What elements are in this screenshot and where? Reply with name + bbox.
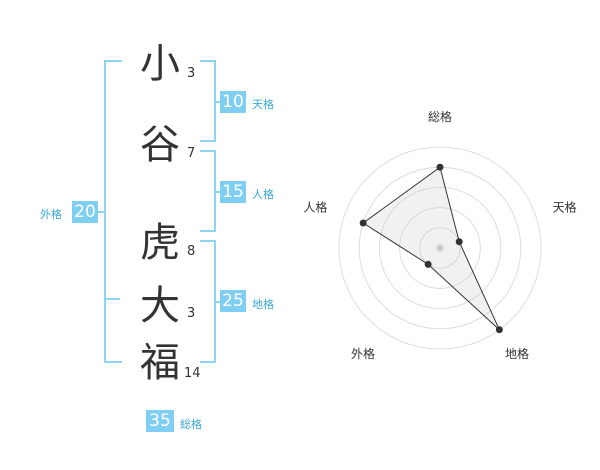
gaikaku-label: 外格 bbox=[40, 208, 62, 221]
radar-point bbox=[436, 163, 444, 171]
chikaku-connector bbox=[214, 301, 220, 303]
radar-polygon bbox=[362, 166, 500, 331]
jinkaku-label: 人格 bbox=[252, 188, 274, 201]
outer-bracket-divider bbox=[104, 298, 120, 300]
radar-axis-label: 天格 bbox=[553, 200, 577, 215]
radar-point bbox=[495, 326, 503, 334]
radar-ring bbox=[399, 207, 481, 289]
chikaku-value: 25 bbox=[220, 290, 246, 312]
gaikaku-connector bbox=[98, 211, 104, 213]
tenkaku-label: 天格 bbox=[252, 98, 274, 111]
jinkaku-value: 15 bbox=[220, 181, 246, 203]
tenkaku-value: 10 bbox=[220, 91, 246, 113]
stroke-count-3: 8 bbox=[187, 244, 196, 259]
radar-axis-label: 地格 bbox=[505, 346, 529, 361]
stroke-count-1: 3 bbox=[187, 66, 196, 81]
tenkaku-connector bbox=[214, 101, 220, 103]
soukaku-value: 35 bbox=[146, 410, 174, 432]
outer-bracket bbox=[104, 60, 122, 363]
stroke-count-4: 3 bbox=[187, 306, 196, 321]
radar-ring bbox=[419, 227, 461, 269]
radar-point bbox=[424, 260, 432, 268]
name-char-5: 福 bbox=[140, 340, 180, 386]
radar-axis-label: 総格 bbox=[428, 109, 452, 124]
radar-center-dot bbox=[436, 244, 444, 252]
soukaku-label: 総格 bbox=[180, 418, 202, 431]
radar-ring bbox=[338, 146, 542, 350]
name-char-4: 大 bbox=[140, 283, 180, 329]
gaikaku-value: 20 bbox=[72, 201, 98, 223]
radar-point bbox=[455, 238, 463, 246]
chikaku-label: 地格 bbox=[252, 298, 274, 311]
jinkaku-connector bbox=[214, 191, 220, 193]
name-char-2: 谷 bbox=[140, 122, 180, 168]
radar-ring bbox=[378, 186, 502, 310]
radar-axis-label: 外格 bbox=[351, 346, 375, 361]
radar-axis-label: 人格 bbox=[303, 200, 327, 215]
radar-point bbox=[359, 219, 367, 227]
name-char-3: 虎 bbox=[140, 220, 180, 266]
name-char-1: 小 bbox=[140, 41, 180, 87]
stroke-count-5: 14 bbox=[184, 366, 201, 381]
stroke-count-2: 7 bbox=[187, 146, 196, 161]
